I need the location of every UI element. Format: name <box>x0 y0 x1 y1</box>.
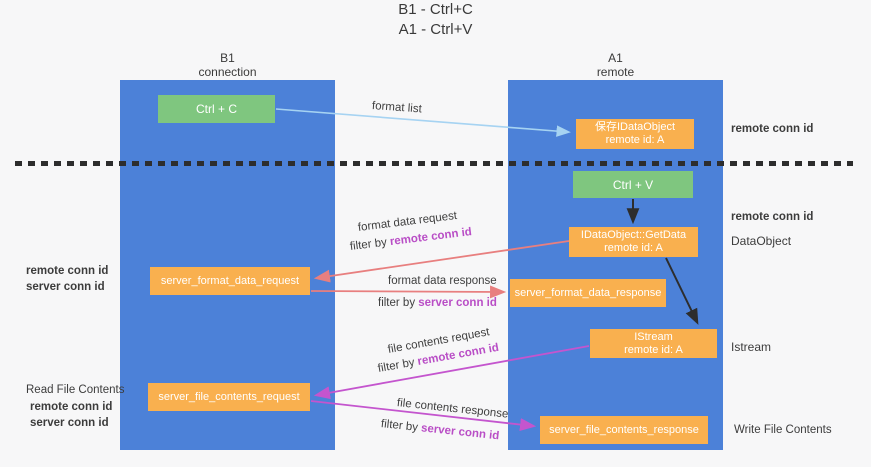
left-server-conn-id: server conn id <box>26 281 105 293</box>
node-ctrl-c: Ctrl + C <box>158 95 275 123</box>
right-top-remote-conn-id: remote conn id <box>731 123 814 135</box>
filter-prefix-3: filter by <box>376 356 419 375</box>
title-line-2: A1 - Ctrl+V <box>398 21 473 38</box>
edge-label-filter-server-2: filter by server conn id <box>380 418 499 442</box>
lane-a1-name: A1 <box>608 51 623 65</box>
istream-side-label: Istream <box>731 340 772 354</box>
node-server-file-contents-request: server_file_contents_request <box>148 383 310 411</box>
node-idataobject-getdata: IDataObject::GetData remote id: A <box>569 227 698 257</box>
getdata-line1: IDataObject::GetData <box>580 229 687 241</box>
node-server-format-data-request: server_format_data_request <box>150 267 310 295</box>
lane-b1-name: B1 <box>220 51 235 65</box>
left-bottom-remote-conn-id: remote conn id <box>30 401 113 413</box>
istream-line1: IStream <box>634 330 673 343</box>
left-remote-conn-id: remote conn id <box>26 265 109 277</box>
read-file-contents-label: Read File Contents <box>26 384 125 396</box>
save-idataobject-line1: 保存IDataObject <box>594 121 676 133</box>
node-server-format-data-response: server_format_data_response <box>510 279 666 307</box>
filter-key-server-2: server conn id <box>420 422 500 443</box>
filter-key-remote-1: remote conn id <box>389 226 473 249</box>
istream-line2: remote id: A <box>624 343 683 356</box>
arrow-format-data-response <box>310 285 507 299</box>
filter-prefix-2: filter by <box>378 297 419 309</box>
getdata-line2: remote id: A <box>604 242 663 254</box>
lane-header-b1: B1 connection <box>120 51 335 79</box>
filter-prefix-1: filter by <box>349 236 391 253</box>
node-save-idataobject: 保存IDataObject remote id: A <box>576 119 694 149</box>
ctrl-v-label: Ctrl + V <box>612 177 654 192</box>
right-mid-remote-conn-id: remote conn id <box>731 211 814 223</box>
ctrl-c-label: Ctrl + C <box>195 102 237 116</box>
edge-label-filter-server-1: filter by server conn id <box>378 297 497 309</box>
filter-prefix-4: filter by <box>380 418 422 435</box>
diagram-title: B1 - Ctrl+C A1 - Ctrl+V <box>0 0 871 40</box>
edge-label-format-list: format list <box>371 100 423 116</box>
left-bottom-server-conn-id: server conn id <box>30 417 109 429</box>
node-istream: IStream remote id: A <box>590 329 717 358</box>
write-file-contents-label: Write File Contents <box>734 424 832 436</box>
title-line-1: B1 - Ctrl+C <box>398 1 473 18</box>
save-idataobject-line2: remote id: A <box>605 134 665 146</box>
node-ctrl-v: Ctrl + V <box>573 171 693 198</box>
edge-label-file-contents-response: file contents response <box>396 397 509 421</box>
lane-header-a1: A1 remote <box>508 51 723 79</box>
server-file-contents-request-label: server_file_contents_request <box>158 390 300 403</box>
server-format-data-response-label: server_format_data_response <box>514 286 662 299</box>
server-file-contents-response-label: server_file_contents_response <box>549 423 699 436</box>
session-separator-dashed-line <box>15 161 853 166</box>
lane-b1-subtitle: connection <box>198 65 257 79</box>
edge-label-format-data-response: format data response <box>388 275 497 287</box>
server-format-data-request-label: server_format_data_request <box>160 274 300 287</box>
lane-a1-subtitle: remote <box>596 65 635 79</box>
node-server-file-contents-response: server_file_contents_response <box>540 416 708 444</box>
dataobject-label: DataObject <box>731 234 792 248</box>
filter-key-server-1: server conn id <box>418 297 497 309</box>
